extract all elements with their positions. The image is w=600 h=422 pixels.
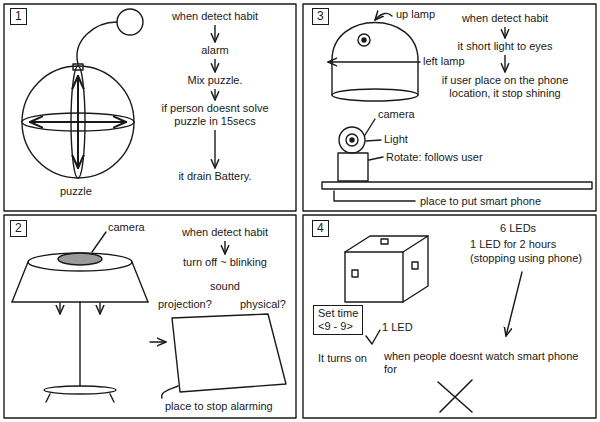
flow-arrow — [224, 241, 225, 254]
dome-lamp — [328, 13, 420, 101]
sketch-label: when people doesnt watch smart phone for — [384, 350, 589, 376]
node-text: when detect habit — [172, 10, 258, 23]
panel-number-box: 2 — [10, 220, 27, 237]
sketch-label: camera — [378, 108, 415, 121]
panel-frame — [303, 4, 596, 211]
node-text: 2 — [15, 222, 22, 235]
node-text: 4 — [317, 222, 324, 235]
sketch-label: 1 LED — [382, 321, 413, 334]
sketch-label: projection? — [158, 298, 212, 311]
flow-arrow — [504, 27, 505, 38]
node-text: Mix puzzle. — [187, 74, 242, 87]
phone-shelf — [322, 182, 592, 189]
flow-step: turn off ~ blinking — [183, 256, 267, 269]
puzzle-sphere — [22, 9, 143, 178]
flow-arrow — [214, 59, 215, 72]
leader-line — [92, 232, 106, 252]
panel-frame — [4, 4, 296, 211]
sketch-label: It turns on — [318, 352, 367, 365]
sketch-label: 1 LED for 2 hours — [470, 238, 556, 251]
camera-lamp — [12, 232, 286, 402]
leader-line — [162, 386, 178, 398]
node-text: <9 - 9> — [318, 320, 358, 333]
flow-arrow — [214, 130, 215, 168]
node-text: alarm — [201, 44, 229, 57]
panel-frame — [4, 215, 296, 418]
flow-step: alarm — [201, 44, 229, 57]
flow-step: it drain Battery. — [178, 170, 251, 183]
panel-number-box: 4 — [312, 220, 329, 237]
sketch-label: place to put smart phone — [420, 195, 541, 208]
sketch-label: 6 LEDs — [500, 222, 536, 235]
node-text: if person doesnt solve puzzle in 15secs — [150, 102, 280, 128]
sketch-label: puzzle — [60, 185, 92, 198]
sketch-label: camera — [108, 221, 145, 234]
node-text: it drain Battery. — [178, 170, 251, 183]
flow-step: when detect habit — [182, 226, 268, 239]
flow-step: Mix puzzle. — [187, 74, 242, 87]
node-text: 3 — [317, 10, 324, 23]
cross-mark — [438, 380, 472, 412]
node-text: when detect habit — [462, 12, 548, 25]
flow-step: if person doesnt solve puzzle in 15secs — [150, 102, 280, 128]
sketch-label: (stopping using phone) — [470, 252, 582, 265]
flow-step: it short light to eyes — [458, 40, 553, 53]
alarm-pad — [172, 314, 286, 392]
flow-arrow — [214, 25, 215, 42]
rotating-device — [322, 119, 592, 201]
flow-step: when detect habit — [172, 10, 258, 23]
flow-arrow — [504, 55, 505, 72]
sketch-label: Rotate: follows user — [386, 151, 483, 164]
node-text: if user place on the phone location, it … — [430, 74, 580, 100]
setting-box: Set time<9 - 9> — [313, 305, 363, 335]
sketch-label: left lamp — [423, 55, 465, 68]
flow-step: if user place on the phone location, it … — [430, 74, 580, 100]
leader-line — [334, 191, 415, 201]
sketch-label: sound — [210, 280, 240, 293]
node-text: it short light to eyes — [458, 40, 553, 53]
check-mark — [366, 330, 380, 344]
panel-number-box: 3 — [312, 8, 329, 25]
panel-frame — [303, 215, 596, 418]
flow-step: when detect habit — [462, 12, 548, 25]
node-text: Set time — [318, 307, 358, 320]
node-text: turn off ~ blinking — [183, 256, 267, 269]
sketch-label: Light — [384, 133, 408, 146]
sketch-label: physical? — [240, 298, 286, 311]
sketch-label: place to stop alarming — [165, 400, 273, 413]
panel-number-box: 1 — [10, 8, 27, 25]
node-text: 1 — [15, 10, 22, 23]
flow-arrow — [214, 89, 215, 100]
node-text: when detect habit — [182, 226, 268, 239]
sketch-label: up lamp — [396, 8, 435, 21]
